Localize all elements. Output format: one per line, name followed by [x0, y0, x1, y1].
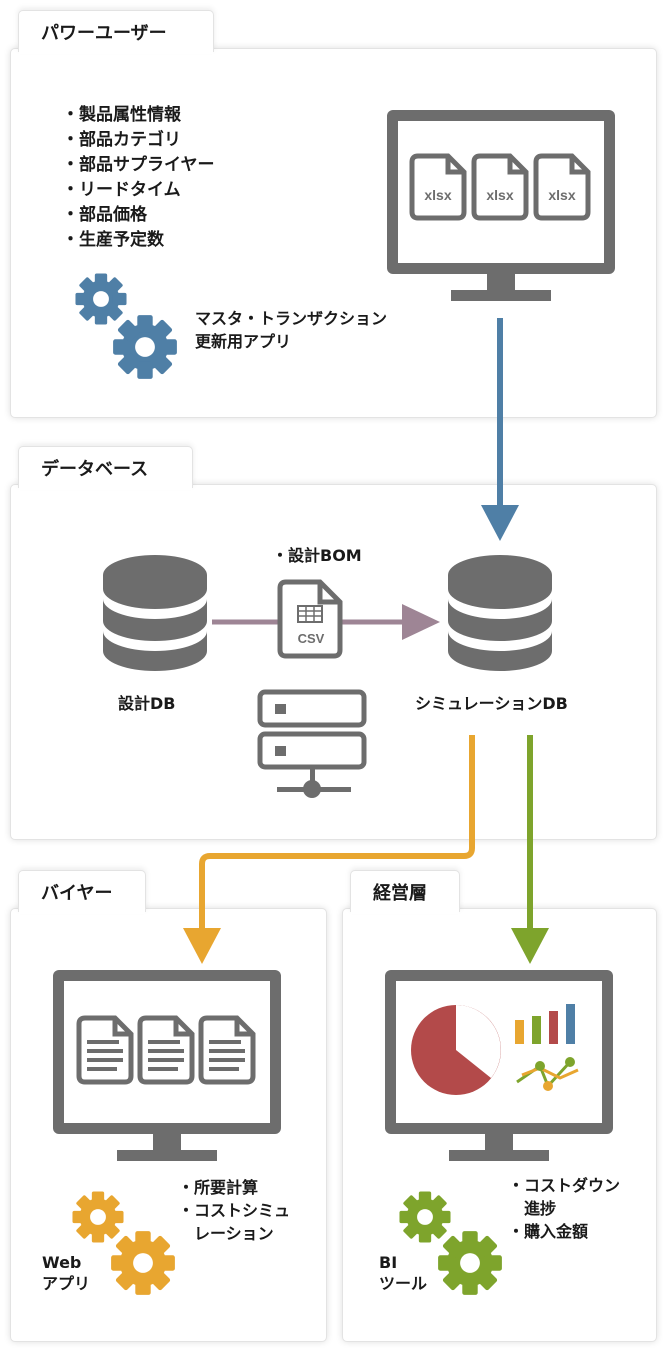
list-item: ・購入金額	[508, 1222, 589, 1241]
design-db-icon	[103, 555, 207, 671]
gear-icon	[113, 315, 177, 379]
database-tab: データベース	[18, 446, 193, 488]
list-item: 進捗	[508, 1199, 557, 1218]
gear-icon	[111, 1231, 175, 1295]
list-item: ・部品サプライヤー	[62, 155, 215, 175]
management-title: 経営層	[373, 882, 427, 904]
csv-file-icon	[277, 579, 343, 659]
database-title: データベース	[41, 458, 149, 480]
design-db-label: 設計DB	[118, 694, 176, 713]
database-panel	[10, 484, 657, 840]
list-item: ・部品カテゴリ	[62, 130, 181, 150]
line-chart-icon	[516, 1057, 579, 1091]
list-item: ・生産予定数	[62, 230, 164, 250]
management-metric-list: ・コストダウン 進捗 ・購入金額	[508, 1174, 620, 1243]
list-item: ・所要計算	[178, 1178, 259, 1197]
list-item: ・部品価格	[62, 205, 147, 225]
power-user-monitor-icon	[387, 110, 615, 301]
list-item: ・コストシミュ	[178, 1201, 291, 1220]
list-item: ・製品属性情報	[62, 105, 181, 125]
bar-chart-icon	[515, 1004, 575, 1044]
buyer-tab: バイヤー	[18, 870, 146, 912]
simulation-db-label: シミュレーションDB	[415, 694, 568, 713]
gear-icon	[72, 1191, 124, 1243]
arrow-sim-db-to-buyer	[183, 735, 475, 964]
server-icon	[257, 689, 367, 798]
bom-label: ・設計BOM	[272, 546, 362, 565]
simulation-db-icon	[448, 555, 552, 671]
bi-tool-label: BI ツール	[379, 1253, 428, 1293]
power-user-tab: パワーユーザー	[18, 10, 214, 52]
csv-label: CSV	[298, 631, 325, 646]
xlsx-label: xlsx	[548, 187, 575, 203]
xlsx-label: xlsx	[424, 187, 451, 203]
buyer-function-list: ・所要計算 ・コストシミュ レーション	[178, 1176, 290, 1245]
power-user-data-list: ・製品属性情報 ・部品カテゴリ ・部品サプライヤー ・リードタイム ・部品価格 …	[62, 103, 215, 253]
buyer-title: バイヤー	[41, 882, 113, 904]
list-item: ・リードタイム	[62, 180, 181, 200]
list-item: ・コストダウン	[508, 1176, 621, 1195]
list-item: レーション	[178, 1224, 274, 1243]
web-app-label: Web アプリ	[42, 1253, 91, 1293]
xlsx-label: xlsx	[486, 187, 513, 203]
gear-icon	[399, 1191, 451, 1243]
buyer-monitor-icon	[53, 970, 281, 1161]
arrow-power-user-to-sim-db	[481, 318, 519, 541]
gear-icon	[75, 273, 127, 325]
master-app-label: マスタ・トランザクション 更新用アプリ	[195, 309, 388, 351]
gear-icon	[438, 1231, 502, 1295]
pie-chart-icon	[411, 1005, 501, 1095]
power-user-title: パワーユーザー	[41, 22, 167, 44]
management-tab: 経営層	[350, 870, 460, 912]
arrow-sim-db-to-management	[511, 735, 549, 964]
